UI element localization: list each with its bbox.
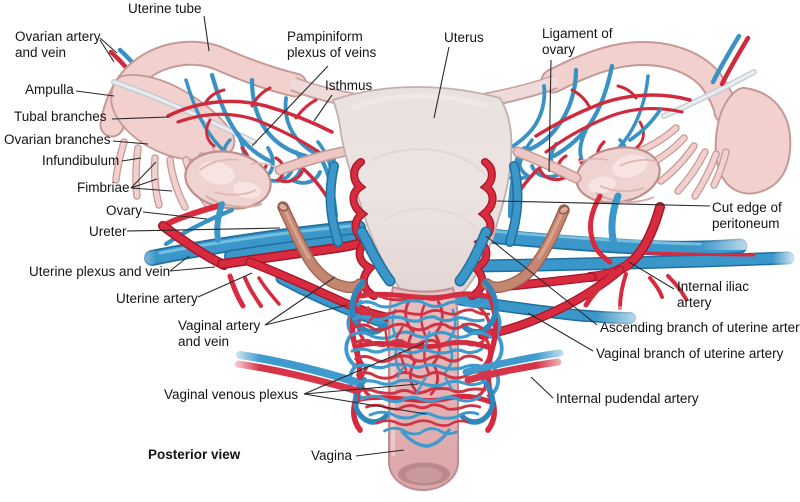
svg-text:Ovarian branches: Ovarian branches [4,132,111,147]
svg-text:Vagina: Vagina [311,448,353,463]
svg-text:ovary: ovary [542,42,575,57]
svg-text:Ovarian artery: Ovarian artery [15,29,101,44]
svg-text:Posterior view: Posterior view [148,447,241,462]
svg-text:Uterine tube: Uterine tube [128,1,202,16]
svg-text:Ascending branch of uterine ar: Ascending branch of uterine artery [600,320,800,335]
svg-text:Vaginal artery: Vaginal artery [178,318,261,333]
svg-text:Infundibulum: Infundibulum [42,153,119,168]
svg-text:Internal pudendal artery: Internal pudendal artery [556,391,699,406]
svg-text:plexus of veins: plexus of veins [287,45,377,60]
svg-text:Tubal branches: Tubal branches [14,109,107,124]
svg-text:artery: artery [677,295,712,310]
svg-text:Vaginal venous plexus: Vaginal venous plexus [164,387,298,402]
svg-text:Internal iliac: Internal iliac [677,279,749,294]
svg-text:Ovary: Ovary [106,203,142,218]
svg-text:Isthmus: Isthmus [325,78,373,93]
svg-text:Fimbriae: Fimbriae [77,180,130,195]
svg-text:Uterine plexus and vein: Uterine plexus and vein [29,264,170,279]
svg-text:Cut edge of: Cut edge of [712,200,782,215]
svg-text:Ampulla: Ampulla [25,82,74,97]
svg-text:Vaginal branch of uterine arte: Vaginal branch of uterine artery [596,346,784,361]
svg-text:Ligament of: Ligament of [542,26,613,41]
svg-text:Ureter: Ureter [89,224,127,239]
svg-text:and vein: and vein [178,334,229,349]
svg-text:and vein: and vein [15,45,66,60]
svg-text:Pampiniform: Pampiniform [287,29,363,44]
svg-text:peritoneum: peritoneum [712,216,780,231]
svg-text:Uterine artery: Uterine artery [116,291,198,306]
svg-text:Uterus: Uterus [444,30,484,45]
